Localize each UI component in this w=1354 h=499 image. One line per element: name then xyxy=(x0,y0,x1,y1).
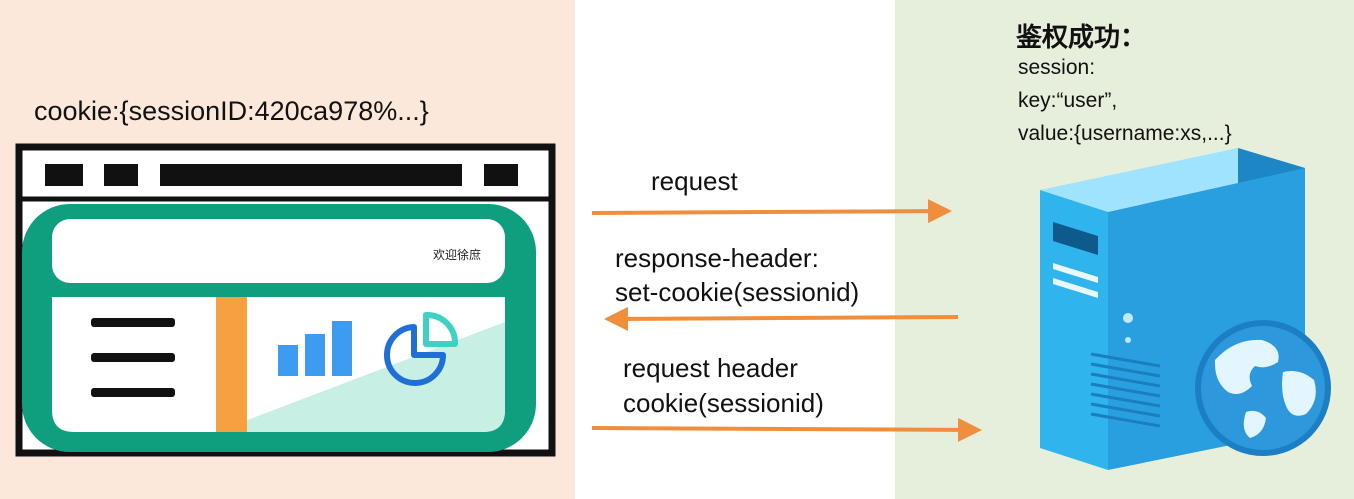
sidebar-bar xyxy=(216,297,247,432)
auth-success-title: 鉴权成功： xyxy=(1016,22,1147,52)
session-label: session: xyxy=(1018,56,1096,79)
toolbar-block xyxy=(484,164,518,186)
session-key: key:“user”, xyxy=(1018,89,1118,112)
cookie-label: cookie:{sessionID:420ca978%...} xyxy=(34,96,429,126)
address-bar xyxy=(160,164,462,186)
welcome-text: 欢迎徐庶 xyxy=(433,248,482,262)
toolbar-block xyxy=(104,164,138,186)
content-wave xyxy=(216,322,505,432)
bar-chart-icon xyxy=(278,321,352,376)
request-header-arrow xyxy=(591,417,982,442)
toolbar-block xyxy=(45,164,83,186)
browser-window-icon xyxy=(15,143,556,457)
transport-panel xyxy=(575,0,895,499)
pie-chart-icon xyxy=(384,312,458,386)
globe-icon xyxy=(1195,320,1331,456)
session-value: value:{username:xs,...} xyxy=(1018,122,1232,145)
menu-lines-icon xyxy=(91,318,175,397)
cookie-sessionid-label: cookie(sessionid) xyxy=(623,388,824,418)
page-header xyxy=(52,219,505,283)
response-header-label: response-header: xyxy=(615,243,819,273)
request-arrow xyxy=(591,199,952,224)
response-arrow xyxy=(604,306,959,331)
set-cookie-label: set-cookie(sessionid) xyxy=(615,277,860,307)
request-label: request xyxy=(651,166,738,196)
request-header-label: request header xyxy=(623,353,798,383)
